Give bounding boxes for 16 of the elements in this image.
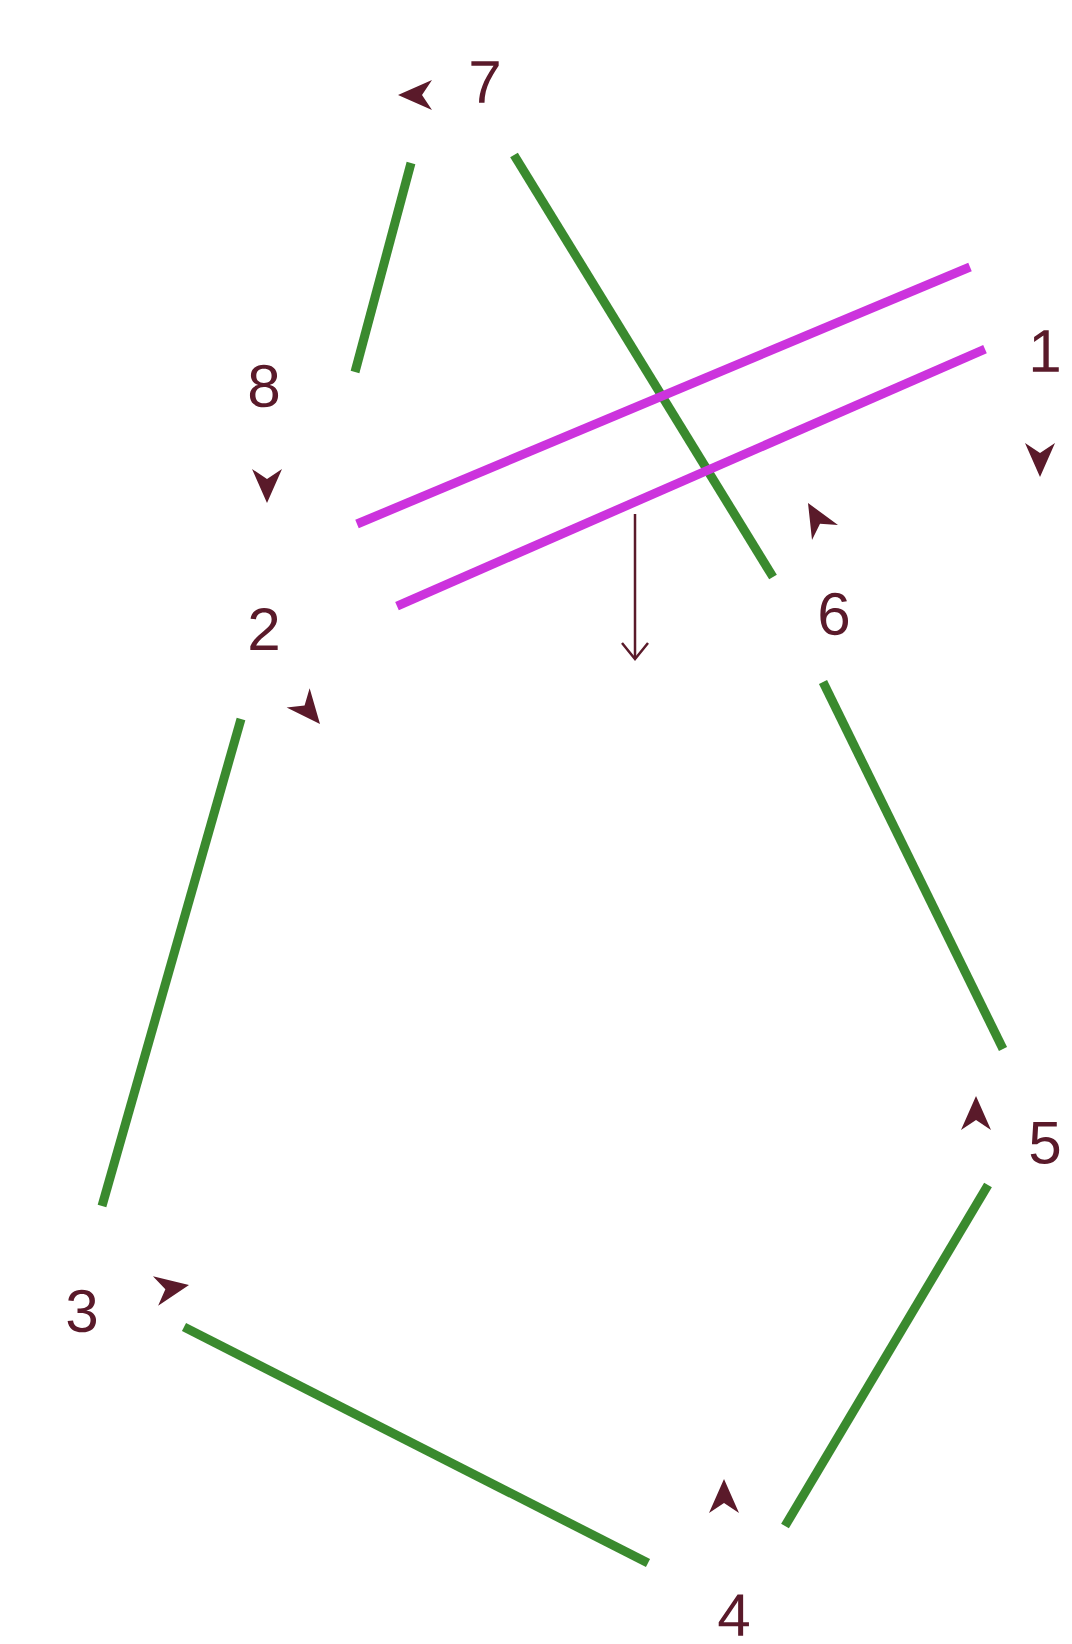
vertex-number: 6 bbox=[820, 592, 849, 636]
vertex-number: 2 bbox=[250, 608, 278, 650]
line bbox=[818, 680, 1008, 1051]
vertex-number: 8 bbox=[249, 364, 279, 408]
vertex-number: 7 bbox=[471, 61, 499, 103]
line bbox=[781, 1182, 992, 1529]
vertex-number: 1 bbox=[1032, 330, 1059, 372]
line bbox=[350, 161, 416, 374]
line bbox=[355, 262, 972, 529]
vertex-number: 4 bbox=[718, 1594, 749, 1636]
vertex-number: 5 bbox=[1030, 1122, 1060, 1164]
vertex-number: 3 bbox=[67, 1289, 97, 1333]
line bbox=[181, 1323, 651, 1568]
line bbox=[97, 717, 246, 1208]
line bbox=[510, 152, 777, 580]
line bbox=[395, 344, 987, 611]
